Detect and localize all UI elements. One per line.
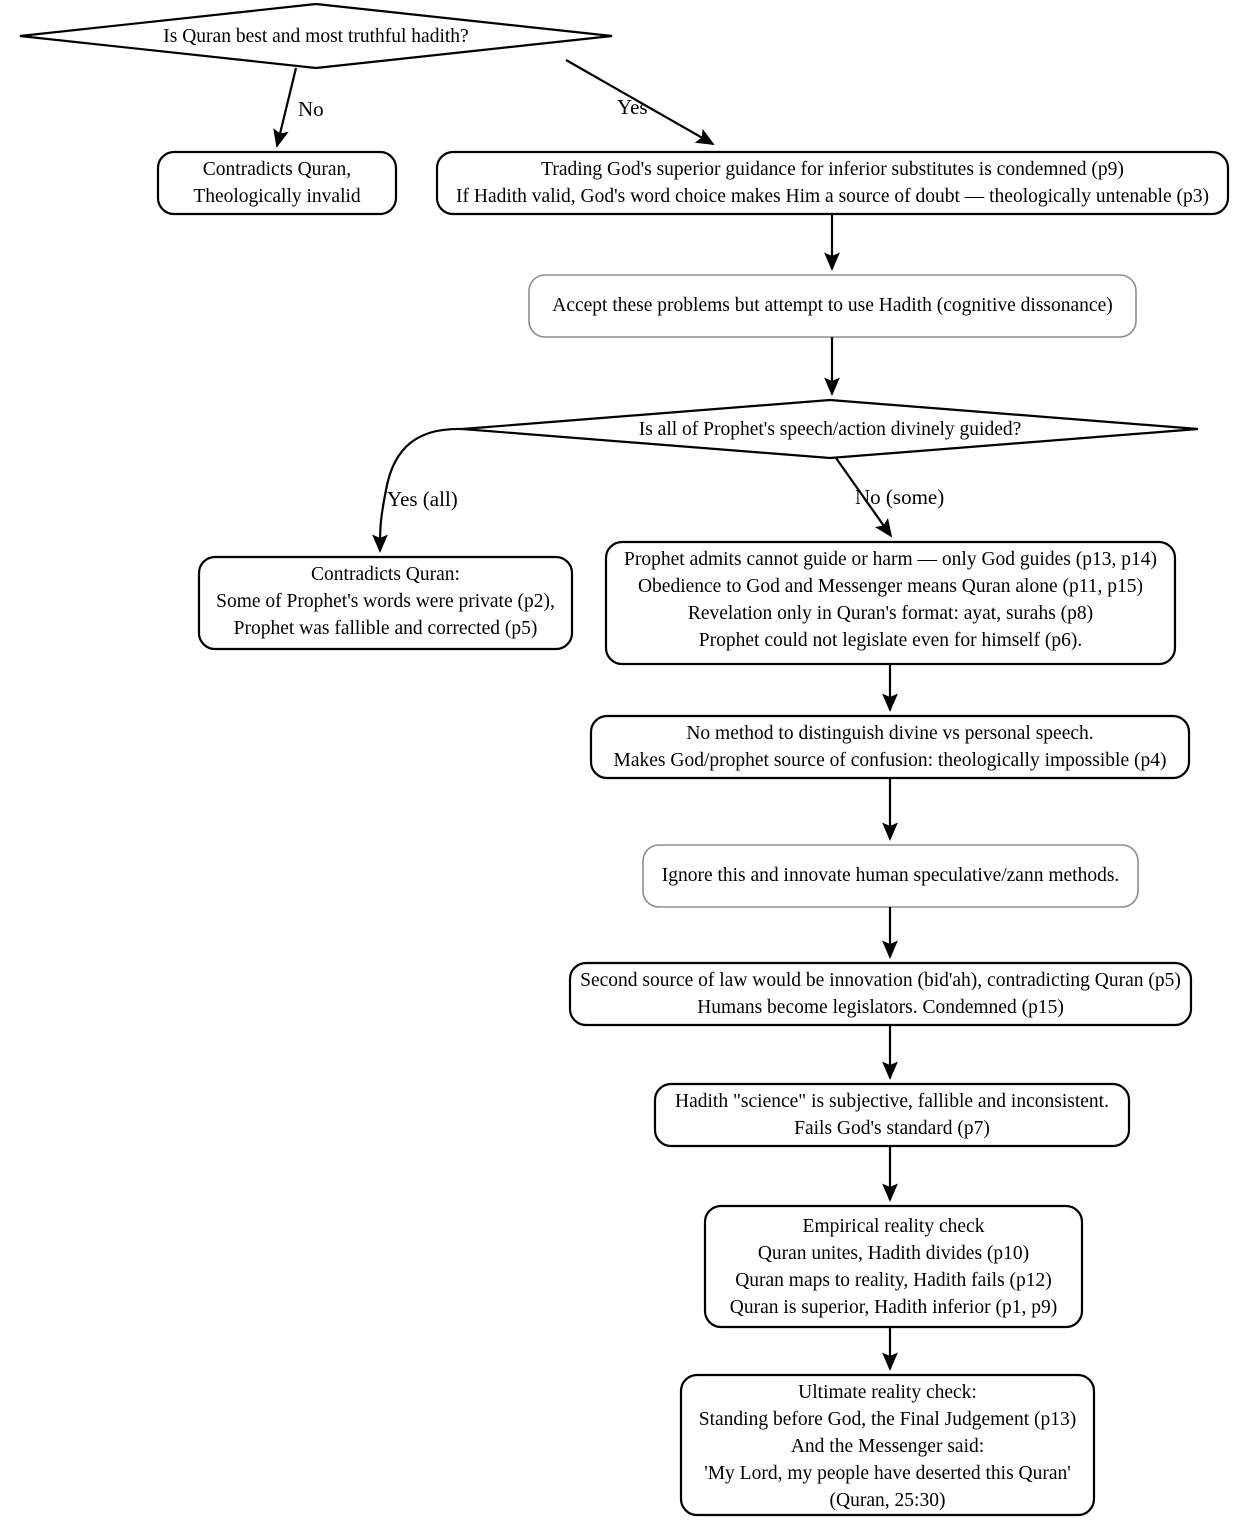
- edge-label-q2-no-some: No (some): [855, 485, 945, 509]
- node-empirical-shape: [703, 1204, 1084, 1329]
- edge-q1-yes: [565, 59, 715, 145]
- edge-q2-yes-all: [372, 427, 463, 553]
- node-contradicts-quran-shape: [197, 555, 574, 651]
- edge-label-q1-no: No: [298, 97, 324, 121]
- node-ultimate-shape: [679, 1373, 1096, 1517]
- edge-label-q2-yes-all: Yes (all): [387, 487, 458, 511]
- node-hadith-science-shape: [653, 1082, 1131, 1148]
- node-prophet-admits-shape: [604, 540, 1177, 666]
- node-trading-shape: [435, 150, 1230, 216]
- edge-q2-no-some: [835, 457, 893, 538]
- node-contradicts-invalid-shape: [156, 150, 398, 216]
- edge-q1-no: [273, 67, 298, 148]
- node-second-source-shape: [568, 961, 1193, 1027]
- decision-node-q2-shape: [461, 398, 1199, 460]
- node-ignore-shape: [642, 844, 1139, 908]
- node-accept-shape: [528, 274, 1137, 338]
- node-no-method-shape: [589, 714, 1191, 780]
- decision-node-q1-shape: [19, 2, 613, 70]
- edge-label-q1-yes: Yes: [617, 95, 648, 119]
